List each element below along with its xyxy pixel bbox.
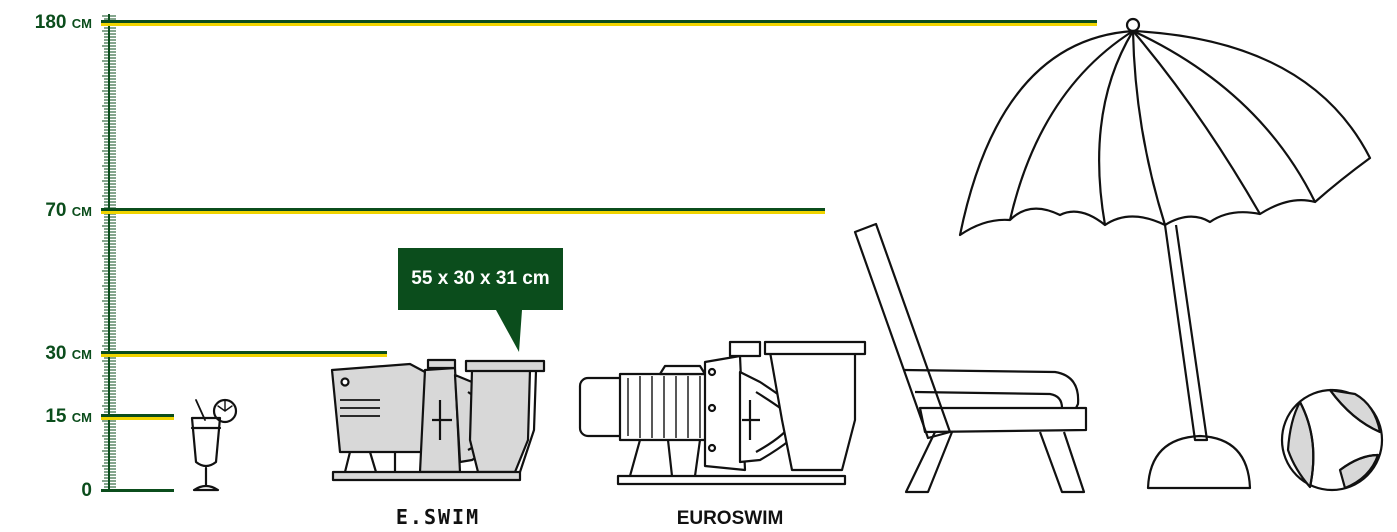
- scale-label-0: 0: [81, 480, 92, 501]
- dimensions-callout: 55 x 30 x 31 cm: [398, 248, 563, 310]
- beach-ball-icon: [1280, 388, 1384, 492]
- callout-box: [398, 248, 563, 352]
- height-line-15: [101, 414, 174, 420]
- height-line-30: [101, 351, 387, 357]
- lounge-chair-icon: [853, 222, 1088, 494]
- pump-icon: [330, 358, 546, 482]
- umbrella-icon: [958, 17, 1372, 490]
- scale-label-15: 15 CM: [45, 406, 92, 427]
- height-line-180: [101, 20, 1097, 26]
- height-line-70: [101, 208, 825, 214]
- height-line-0: [101, 489, 174, 495]
- scale-label-30: 30 CM: [45, 343, 92, 364]
- dimensions-text: 55 x 30 x 31 cm: [411, 268, 550, 289]
- scale-label-70: 70 CM: [45, 200, 92, 221]
- eswim-logo: E.SWIM: [395, 505, 481, 529]
- cocktail-icon: [190, 398, 238, 492]
- pump-icon: [578, 340, 867, 486]
- ruler-ticks: [102, 15, 116, 488]
- scale-label-180: 180 CM: [34, 12, 92, 33]
- euroswim-label: EUROSWIM: [676, 508, 784, 529]
- ruler: [102, 14, 116, 490]
